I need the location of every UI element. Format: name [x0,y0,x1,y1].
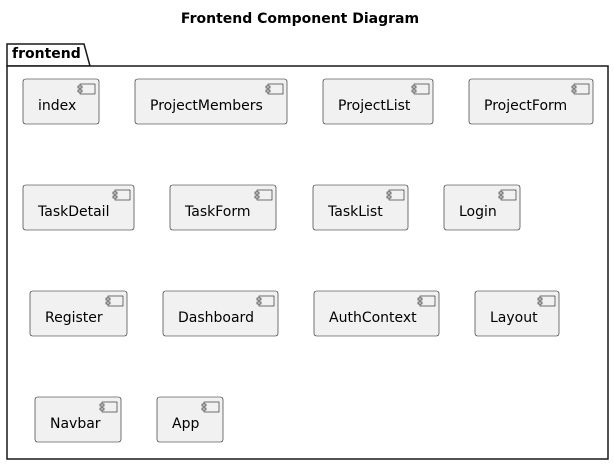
component-icon [112,189,131,201]
component-box [322,78,434,125]
component-task-detail: TaskDetail [22,184,135,231]
component-icon [411,83,430,95]
component-auth-context: AuthContext [313,290,440,337]
component-label: Register [45,310,103,326]
component-icon [105,295,124,307]
component-label: ProjectMembers [150,98,263,114]
package-frontend: frontend [6,43,609,460]
component-index: index [22,78,100,125]
component-navbar: Navbar [34,396,122,443]
component-task-list: TaskList [312,184,409,231]
component-app: App [156,396,224,443]
component-icon [537,295,556,307]
component-box [134,78,288,125]
package-body [6,65,609,460]
components: index ProjectMembers ProjectList ProjectFor… [22,78,594,443]
diagram-title: Frontend Component Diagram [181,11,419,27]
component-label: TaskForm [184,204,250,220]
component-register: Register [29,290,128,337]
component-layout: Layout [474,290,560,337]
component-icon [201,401,220,413]
component-box [468,78,594,125]
component-box [29,290,128,337]
component-icon [77,83,96,95]
component-login: Login [443,184,521,231]
component-icon [571,83,590,95]
component-box [162,290,279,337]
component-label: App [172,416,199,432]
component-label: Layout [490,310,538,326]
component-icon [256,295,275,307]
component-box [34,396,122,443]
component-label: TaskList [327,204,383,220]
component-box [312,184,409,231]
component-project-form: ProjectForm [468,78,594,125]
component-label: Login [459,204,497,220]
component-icon [498,189,517,201]
component-label: ProjectForm [484,98,567,114]
component-box [169,184,277,231]
package-label: frontend [12,46,81,62]
component-label: Navbar [50,416,101,432]
component-label: AuthContext [329,310,417,326]
component-project-list: ProjectList [322,78,434,125]
component-label: TaskDetail [37,204,109,220]
component-icon [254,189,273,201]
component-box [313,290,440,337]
component-project-members: ProjectMembers [134,78,288,125]
component-label: ProjectList [338,98,411,114]
component-label: index [38,98,76,114]
component-icon [417,295,436,307]
component-icon [386,189,405,201]
component-dashboard: Dashboard [162,290,279,337]
component-icon [265,83,284,95]
component-box [22,184,135,231]
component-label: Dashboard [178,310,254,326]
component-task-form: TaskForm [169,184,277,231]
component-icon [99,401,118,413]
